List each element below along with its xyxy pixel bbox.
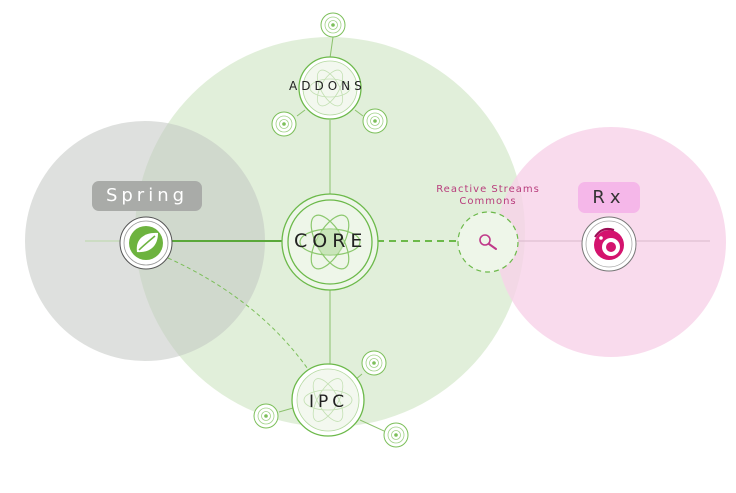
reactive-streams-commons-label: Reactive Streams Commons [415,184,561,208]
addons-satellite-link [329,36,334,59]
spring-node[interactable] [119,216,173,270]
reactive-streams-label-line1: Reactive Streams [436,184,540,195]
addons-satellite-node[interactable] [320,12,346,38]
ipc-node[interactable] [291,363,365,437]
spring-ipc-dashed-link [167,257,311,373]
ipc-satellite-node[interactable] [383,422,409,448]
ipc-label: IPC [309,392,349,412]
spring-leaf-icon [129,226,163,260]
core-node[interactable] [281,193,379,291]
magnifier-icon [479,234,497,250]
ipc-satellite-node[interactable] [361,350,387,376]
reactive-streams-commons-node[interactable] [457,211,519,273]
rx-node[interactable] [581,216,637,272]
rx-eel-icon [594,227,624,260]
reactive-streams-label-line2: Commons [459,196,517,207]
addons-label: ADDONS [289,79,366,93]
ipc-satellite-link [359,419,385,432]
rx-label: Rx [578,182,640,213]
spring-label: Spring [92,181,202,211]
ipc-satellite-node[interactable] [253,403,279,429]
addons-satellite-link [354,109,364,117]
addons-satellite-node[interactable] [362,108,388,134]
addons-satellite-link [296,109,306,117]
core-label: CORE [294,230,368,252]
ipc-satellite-link [278,407,294,413]
addons-satellite-node[interactable] [271,111,297,137]
addons-node[interactable] [298,56,362,120]
